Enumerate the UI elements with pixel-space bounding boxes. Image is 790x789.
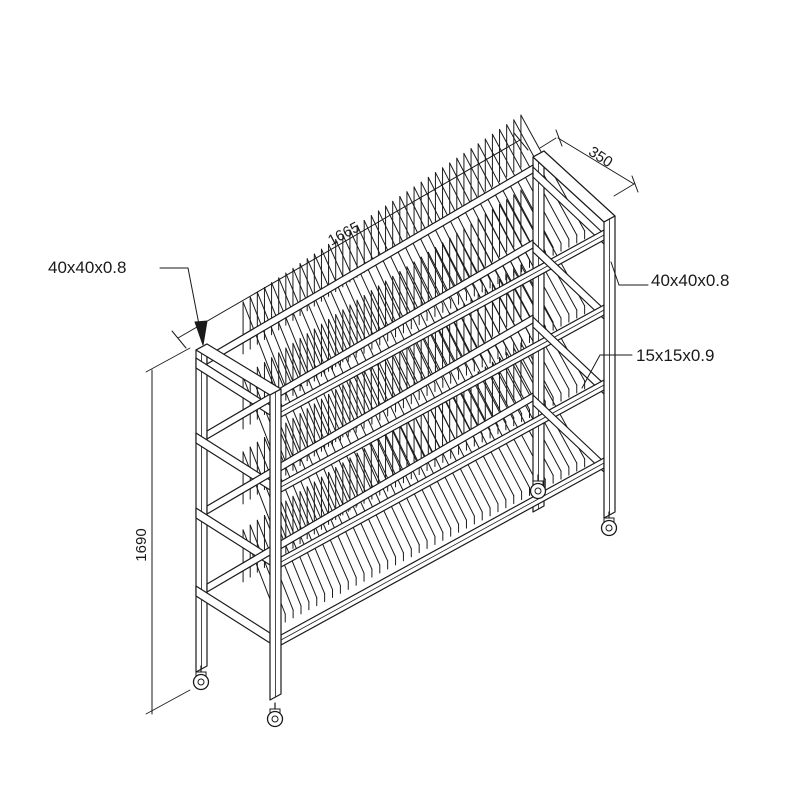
divider-top-edge	[356, 299, 404, 401]
divider-top-edge	[392, 428, 444, 533]
divider-top-edge	[449, 390, 507, 501]
divider-top-edge	[442, 317, 499, 427]
divider-top-edge	[363, 294, 412, 397]
divider-top-edge	[392, 275, 444, 380]
shelf-back-rail	[206, 164, 534, 365]
divider-top-edge	[427, 251, 483, 360]
divider-top-edge	[513, 119, 578, 236]
dimension-depth-line	[557, 137, 635, 185]
divider-top-edge	[499, 278, 562, 394]
divider-top-edge	[477, 218, 538, 331]
caster-hub	[271, 715, 279, 723]
divider-top-edge	[470, 298, 530, 410]
divider-top-edge	[456, 385, 515, 497]
shelf-back-rail	[206, 239, 534, 440]
divider-top-edge	[420, 409, 475, 517]
leader-post-right-diagonal	[610, 261, 620, 286]
divider-top-edge	[513, 194, 578, 311]
divider-top-edge	[420, 181, 475, 289]
caster-front-right	[600, 511, 618, 537]
divider-top-edge	[370, 290, 420, 393]
divider-top-edge	[513, 269, 578, 386]
divider-top-edge	[470, 376, 530, 488]
divider-top-edge	[434, 322, 491, 431]
divider-top-edge	[377, 285, 428, 389]
divider-top-edge	[263, 287, 302, 379]
dimension-depth-tick-top	[555, 129, 563, 147]
divider-top-edge	[456, 307, 515, 419]
rack-frame	[195, 150, 616, 701]
divider-top-edge	[406, 419, 460, 525]
divider-top-edge	[356, 374, 404, 476]
leader-tube-diagonal	[581, 354, 601, 389]
divider-top-edge	[363, 369, 412, 472]
divider-top-edge	[499, 128, 562, 244]
caster-front-left	[266, 702, 284, 728]
caster-hub	[534, 487, 542, 495]
divider-top-edge	[477, 143, 538, 256]
divider-top-edge	[477, 293, 538, 406]
divider-top-edge	[249, 296, 286, 387]
divider-top-edge	[377, 210, 428, 314]
dimension-depth: 350	[585, 143, 615, 171]
divider-top-edge	[463, 380, 523, 493]
divider-top-edge	[427, 404, 483, 513]
divider-top-edge	[278, 277, 318, 371]
divider-top-edge	[499, 203, 562, 319]
divider-top-edge	[377, 360, 428, 464]
shelf-back-rail	[206, 314, 534, 515]
dimension-lines	[145, 129, 649, 715]
divider-top-edge	[370, 365, 420, 468]
dimension-length-tick-right	[513, 132, 529, 151]
dimension-height: 1690	[133, 528, 150, 561]
divider-top-edge	[385, 205, 436, 309]
callout-post-left: 40x40x0.8	[48, 258, 126, 277]
divider-top-edge	[413, 261, 467, 368]
divider-top-edge	[420, 331, 475, 439]
dimension-length-line	[177, 139, 521, 339]
divider-top-edge	[420, 256, 475, 364]
divider-top-edge	[427, 326, 483, 435]
divider-top-edge	[442, 395, 499, 505]
caster-hub	[605, 524, 613, 532]
dimension-depth-ext-left	[539, 137, 557, 149]
divider-top-edge	[413, 414, 467, 521]
dimension-height-ext-top	[145, 347, 191, 373]
divider-top-edge	[370, 215, 420, 318]
divider-top-edge	[292, 267, 334, 363]
divider-top-edge	[385, 280, 436, 384]
divider-top-edge	[499, 356, 562, 472]
dimension-length-tick-left	[171, 330, 187, 349]
caster-back-left	[192, 665, 210, 691]
caster-hub	[197, 678, 205, 686]
divider-top-edge	[256, 291, 294, 383]
divider-top-edge	[363, 219, 412, 322]
dimension-depth-tick-bottom	[631, 175, 639, 193]
divider-top-edge	[385, 433, 436, 537]
dimension-depth-ext-right	[613, 183, 635, 197]
divider-top-edge	[392, 200, 444, 305]
dimension-height-ext-bottom	[145, 689, 191, 715]
divider-top-edge	[399, 424, 452, 529]
divider-top-edge	[427, 176, 483, 285]
divider-top-edge	[434, 400, 491, 509]
divider-top-edge	[271, 282, 310, 375]
divider-top-edge	[477, 371, 538, 484]
divider-top-edge	[513, 347, 578, 464]
divider-top-edge	[463, 302, 523, 415]
callout-post-right: 40x40x0.8	[651, 271, 729, 290]
caster-back-right	[529, 474, 547, 500]
callout-tube: 15x15x0.9	[636, 346, 714, 365]
divider-top-edge	[413, 186, 467, 293]
casters	[192, 474, 618, 728]
leader-post-left-arrowhead	[194, 320, 208, 346]
divider-top-edge	[285, 272, 326, 367]
divider-top-edge	[356, 224, 404, 326]
shelf-front-rail-edge	[280, 462, 605, 641]
divider-top-edge	[449, 312, 507, 423]
